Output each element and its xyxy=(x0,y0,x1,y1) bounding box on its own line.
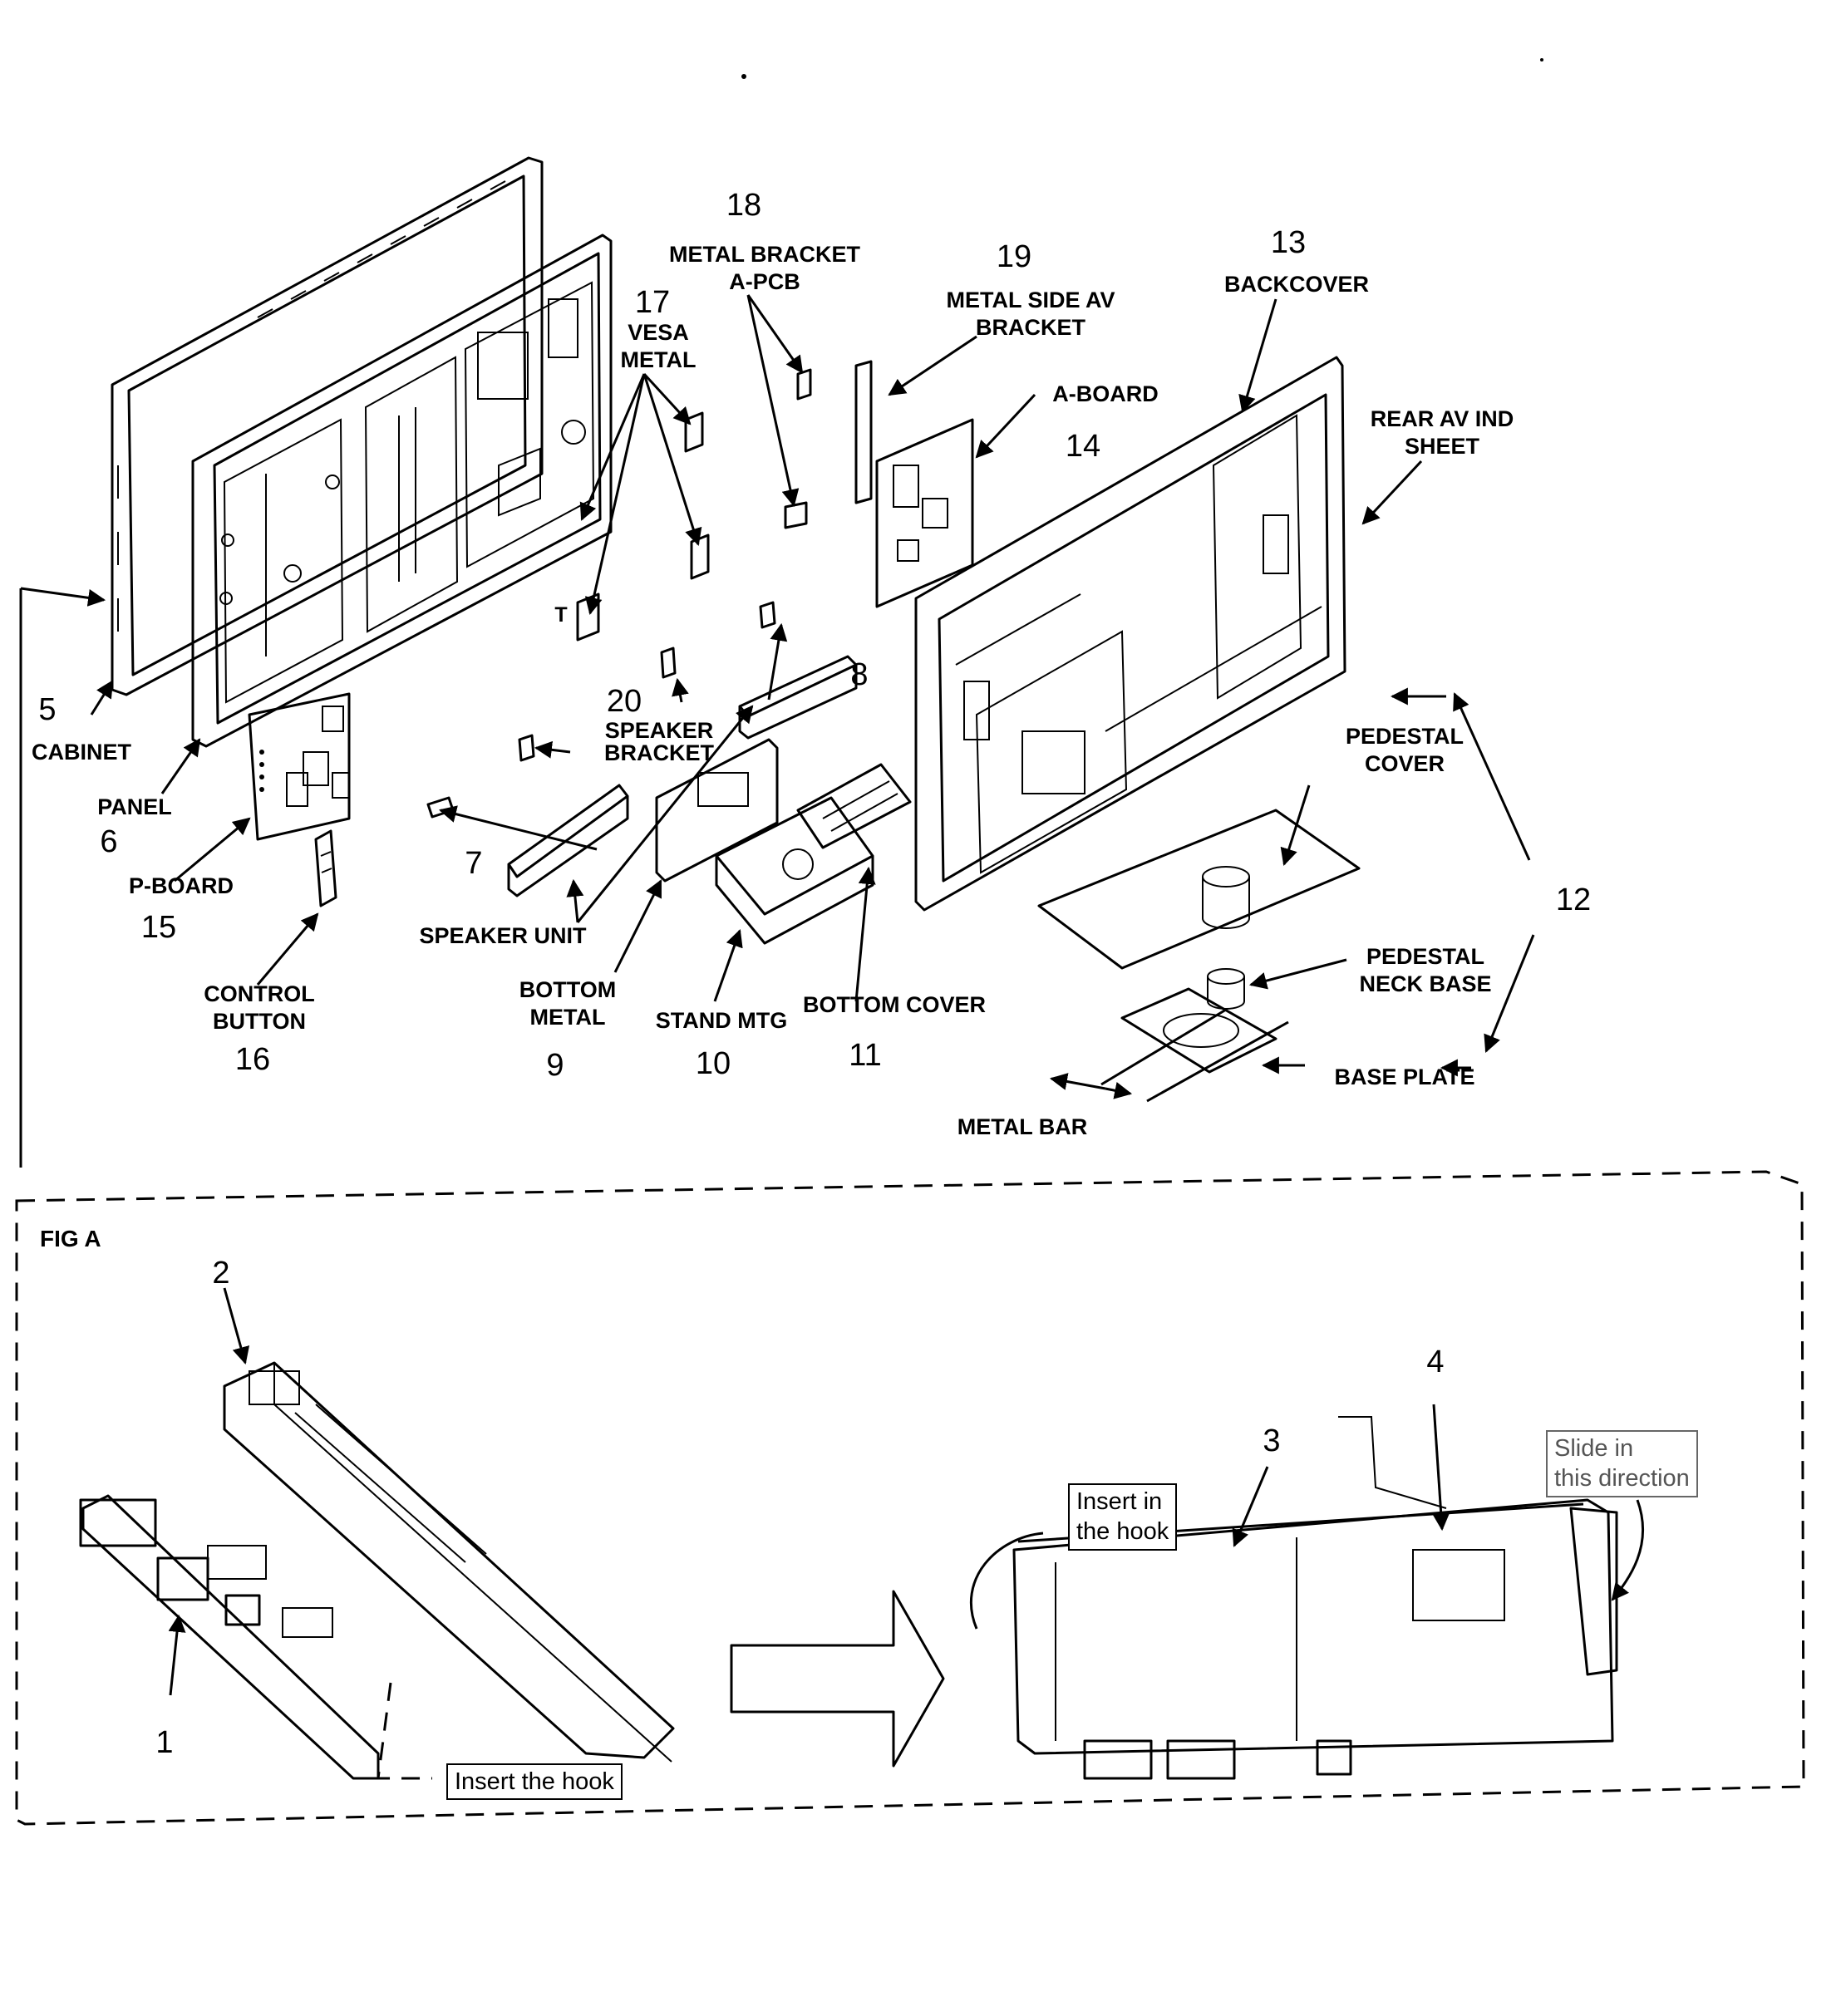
callout-number-9: 9 xyxy=(546,1048,564,1083)
callout-label-p-board: P-BOARD xyxy=(129,873,234,898)
callout-label-backcover: BACKCOVER xyxy=(1223,272,1370,297)
callout-number-8: 8 xyxy=(850,657,869,692)
a-board-part xyxy=(875,418,974,608)
metal-bar-part-2 xyxy=(1146,1020,1289,1103)
callout-number-10: 10 xyxy=(695,1046,731,1081)
speaker-unit-parts xyxy=(507,655,858,897)
backcover-part xyxy=(914,356,1346,912)
p-board-part xyxy=(248,692,351,841)
callout-label-stand-mtg: STAND MTG xyxy=(655,1008,788,1033)
callout-number-11: 11 xyxy=(849,1038,882,1073)
t-mark: T xyxy=(554,603,568,627)
callout-number-19: 19 xyxy=(996,239,1032,274)
metal-bracket-a-pcb-parts xyxy=(784,368,812,529)
fig-a-number-2: 2 xyxy=(212,1256,230,1291)
vesa-metal-parts xyxy=(576,411,710,642)
callout-number-20: 20 xyxy=(606,684,642,719)
callout-label-pedestal-cover: PEDESTAL COVER xyxy=(1345,724,1464,776)
callout-label-a-board: A-BOARD xyxy=(1052,381,1159,406)
speaker-bracket-parts xyxy=(426,601,776,819)
fig-a-right-assembly xyxy=(970,1416,1645,1780)
callout-number-16: 16 xyxy=(234,1042,271,1077)
fig-a-title: FIG A xyxy=(40,1226,101,1251)
callout-number-14: 14 xyxy=(1065,429,1101,464)
callout-label-bottom-cover: BOTTOM COVER xyxy=(802,992,987,1017)
callout-label-pedestal-neck-base: PEDESTAL NECK BASE xyxy=(1359,944,1492,996)
callout-number-18: 18 xyxy=(726,188,762,223)
callout-number-6: 6 xyxy=(100,824,118,859)
fig-a-number-3: 3 xyxy=(1263,1423,1281,1458)
callout-label-metal-bracket-a-pcb: METAL BRACKET A-PCB xyxy=(669,242,860,294)
metal-side-av-bracket-part xyxy=(854,360,873,504)
callout-number-7: 7 xyxy=(465,846,483,881)
callout-number-12: 12 xyxy=(1555,883,1592,917)
callout-label-bottom-metal: BOTTOM METAL xyxy=(519,977,617,1030)
fig-a-number-1: 1 xyxy=(155,1725,174,1760)
stand-mtg-part xyxy=(715,796,874,945)
callout-number-17: 17 xyxy=(634,285,671,320)
metal-bar-part-1 xyxy=(1100,1008,1227,1086)
callout-label-speaker-unit: SPEAKER UNIT xyxy=(419,923,587,948)
fig-a-number-4: 4 xyxy=(1426,1345,1445,1379)
callout-label-panel: PANEL xyxy=(97,794,172,819)
pedestal-assembly xyxy=(1037,809,1361,1103)
callout-label-metal-bar: METAL BAR xyxy=(957,1114,1088,1139)
base-plate-part xyxy=(1120,987,1277,1074)
callout-insert-the-hook: Insert the hook xyxy=(446,1763,623,1801)
panel-part xyxy=(191,234,613,748)
callout-number-5: 5 xyxy=(38,692,57,727)
callout-label-rear-av-ind-sheet: REAR AV IND SHEET xyxy=(1370,406,1514,459)
bottom-metal-part xyxy=(655,738,779,883)
fig-a-left-assembly xyxy=(79,1361,675,1780)
callout-number-15: 15 xyxy=(140,910,177,945)
control-button-part xyxy=(314,829,337,907)
callout-label-metal-side-av-bracket: METAL SIDE AV BRACKET xyxy=(946,288,1115,340)
callout-label-vesa-metal: VESA METAL xyxy=(620,320,697,372)
callout-label-control-button: CONTROL BUTTON xyxy=(204,981,315,1034)
callout-label-speaker-bracket: SPEAKER BRACKET xyxy=(604,718,714,765)
callout-slide-in-this-direction: Slide in this direction xyxy=(1546,1430,1698,1497)
bottom-cover-part xyxy=(796,763,912,849)
direction-arrow xyxy=(730,1590,945,1768)
callout-label-cabinet: CABINET xyxy=(32,740,131,765)
callout-label-base-plate: BASE PLATE xyxy=(1334,1065,1475,1089)
callout-number-13: 13 xyxy=(1270,225,1307,260)
pedestal-cover-part xyxy=(1037,809,1361,970)
fig-a-frame xyxy=(15,1170,1805,1826)
callout-insert-in-the-hook: Insert in the hook xyxy=(1068,1483,1178,1551)
